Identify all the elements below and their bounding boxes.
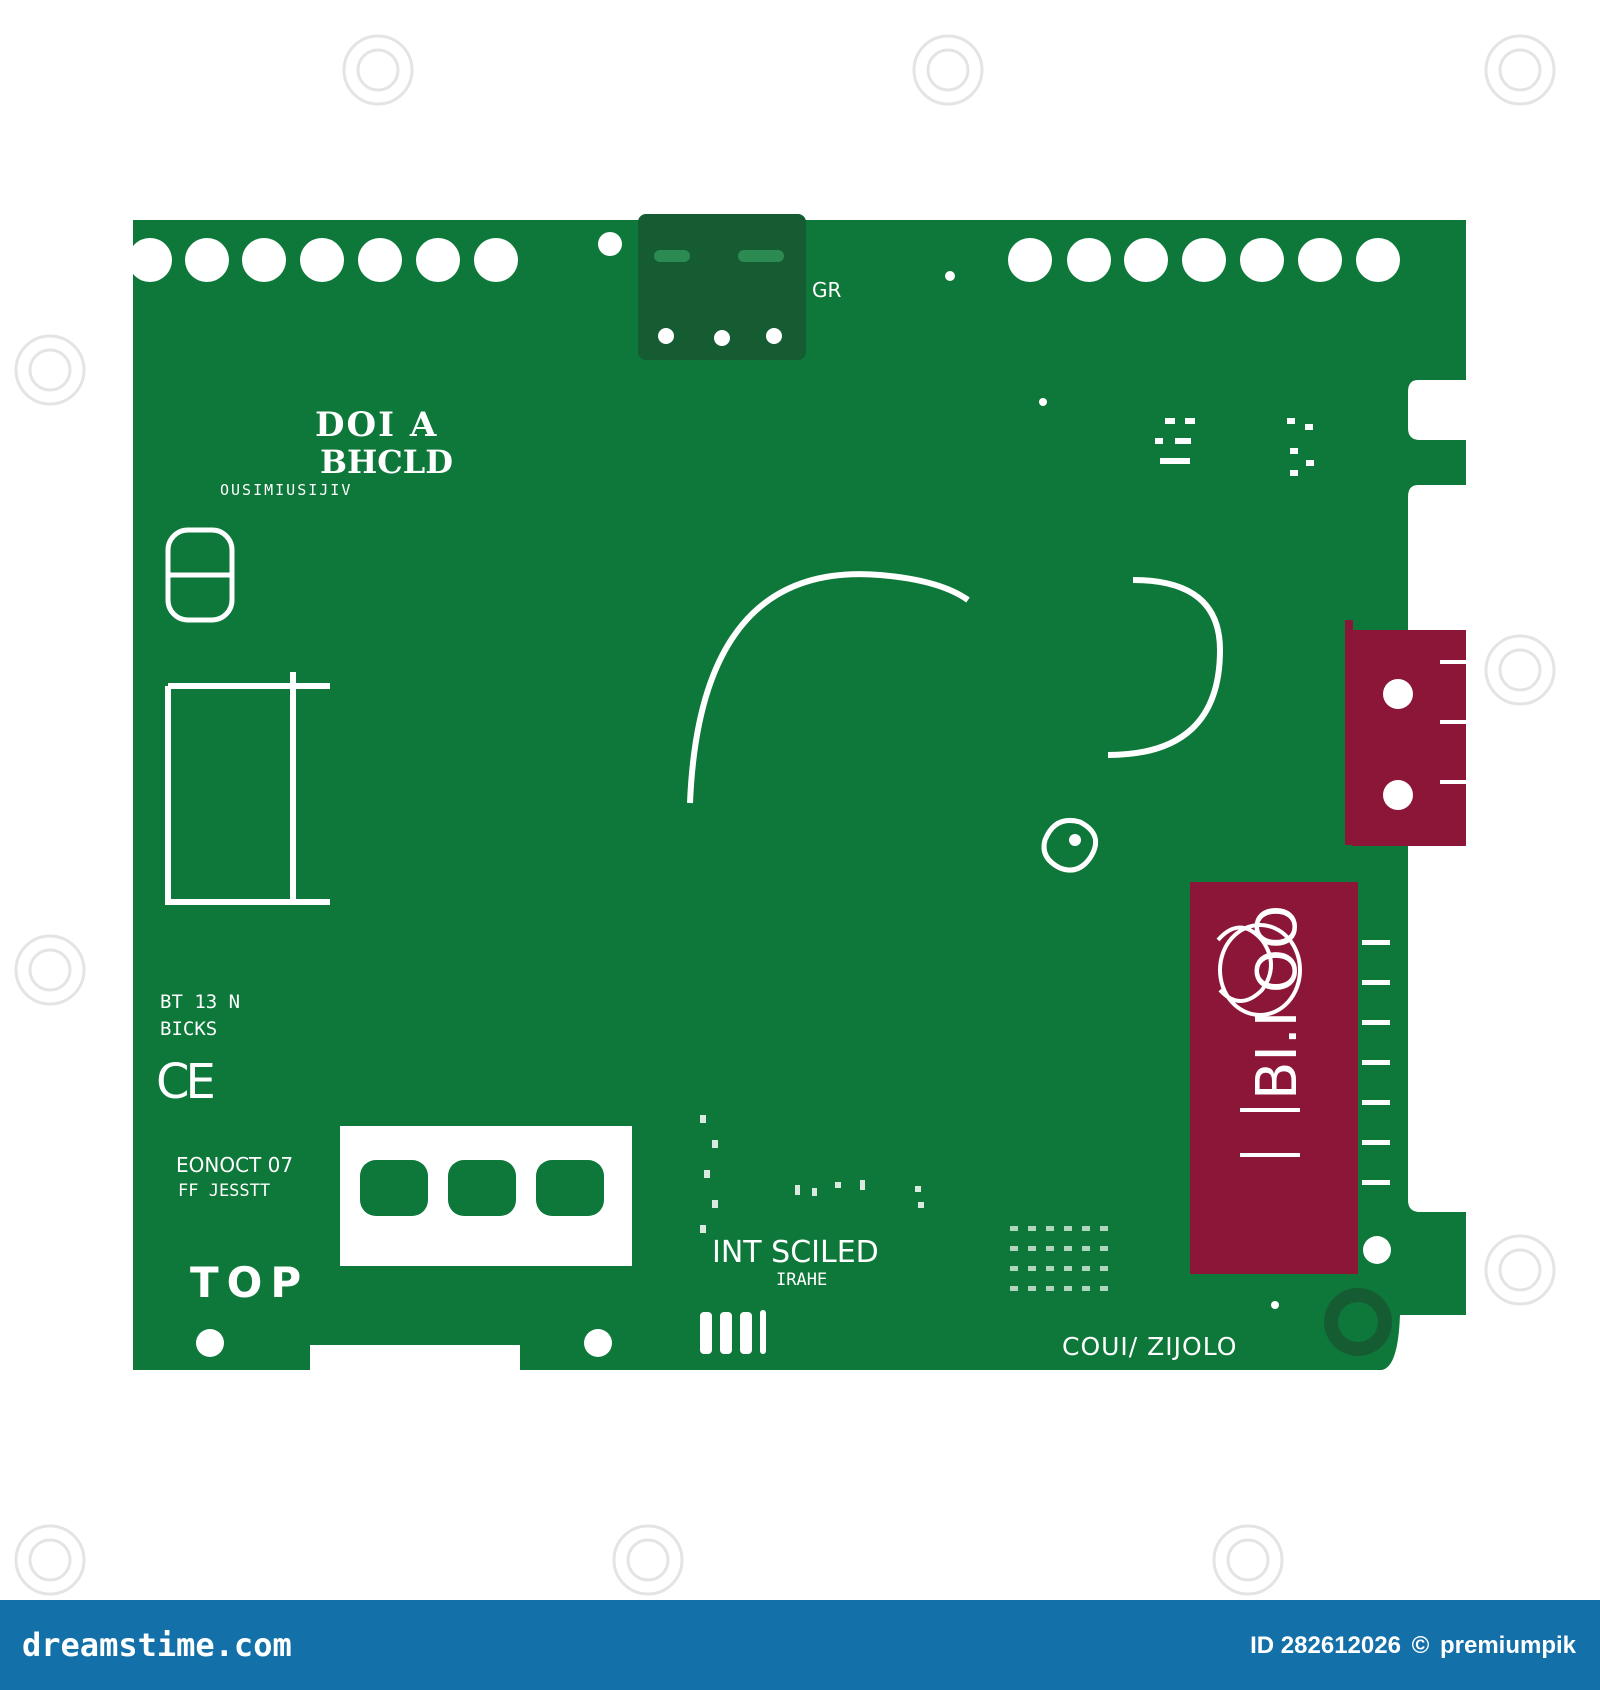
label-int-2: IRAHE <box>776 1270 828 1290</box>
image-id: ID 282612026 <box>1250 1632 1401 1659</box>
crystal-oscillator <box>165 527 235 623</box>
marking-left-bottom: BICKS <box>160 1018 218 1040</box>
ce-mark-icon: CE <box>156 1054 216 1110</box>
label-econo-2: FF JESSTT <box>178 1181 271 1201</box>
circuit-board <box>14 34 1556 1596</box>
pin-header-small <box>700 1310 766 1354</box>
board-logo-line1: DOI A <box>315 405 439 445</box>
board-logo-line2: BHCLD <box>320 443 453 481</box>
ic-chip-pattern <box>1010 1226 1108 1291</box>
pcb-body <box>133 220 1466 1370</box>
footer-bar: dreamstime.com ID 282612026 © premiumpik <box>0 1600 1600 1690</box>
reset-pad <box>1041 818 1099 873</box>
author-link[interactable]: premiumpik <box>1439 1632 1576 1659</box>
usb-connector <box>638 214 806 360</box>
label-top: TOP <box>190 1258 310 1307</box>
watermark-swirl-icon <box>14 34 1556 1596</box>
mounting-hole <box>196 1236 1391 1357</box>
smd-component <box>1155 418 1314 476</box>
board-logo-line3: OUSIMIUSIJIV <box>220 481 353 499</box>
footer-meta: ID 282612026 © premiumpik <box>1250 1632 1576 1660</box>
ethernet-module <box>1190 882 1390 1274</box>
label-gr: GR <box>812 278 842 302</box>
label-int-1: INT SCILED <box>712 1235 879 1270</box>
pin-header-top-right <box>945 238 1400 282</box>
mounting-ring <box>1324 1288 1392 1356</box>
label-red-header: BI.I OO <box>1245 904 1310 1100</box>
terminal-block <box>340 1126 632 1266</box>
label-bottom-right: COUI/ ZIJOLO <box>1062 1332 1238 1361</box>
pin-header-top-left <box>128 232 622 282</box>
silkscreen-box <box>165 672 330 905</box>
power-jack <box>1345 620 1466 846</box>
silkscreen-arc <box>687 571 1224 804</box>
marking-left-top: BT 13 N <box>160 991 241 1013</box>
label-econo-1: EONOCT 07 <box>176 1153 294 1177</box>
copyright-icon: © <box>1411 1632 1430 1659</box>
footer-brand-link[interactable]: dreamstime.com <box>22 1626 292 1664</box>
